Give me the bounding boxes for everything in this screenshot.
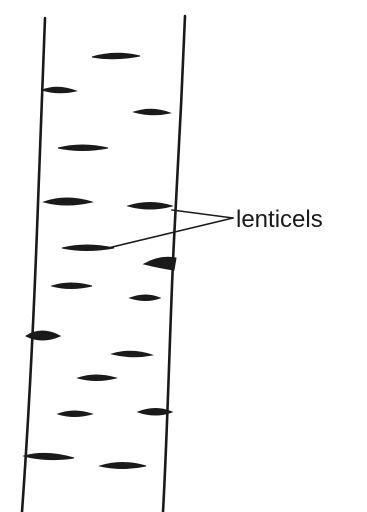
lenticel: [44, 198, 92, 205]
lenticel: [144, 257, 176, 270]
lenticel: [58, 411, 92, 417]
callout-lines: [104, 210, 233, 249]
lenticel: [134, 109, 170, 115]
callout-line-lower: [104, 218, 233, 249]
lenticel: [26, 331, 60, 340]
lenticel-marks: [24, 53, 176, 468]
lenticel: [130, 295, 160, 301]
stem-left-edge: [22, 18, 45, 512]
lenticel: [42, 87, 76, 93]
lenticels-label: lenticels: [236, 206, 323, 233]
lenticel: [24, 453, 74, 459]
lenticel: [58, 145, 108, 151]
lenticel: [100, 463, 146, 469]
lenticel: [112, 351, 152, 357]
lenticel: [52, 283, 92, 289]
lenticel: [78, 375, 116, 381]
callout-line-upper: [172, 210, 233, 218]
lenticel: [92, 53, 140, 59]
lenticel: [128, 203, 172, 210]
